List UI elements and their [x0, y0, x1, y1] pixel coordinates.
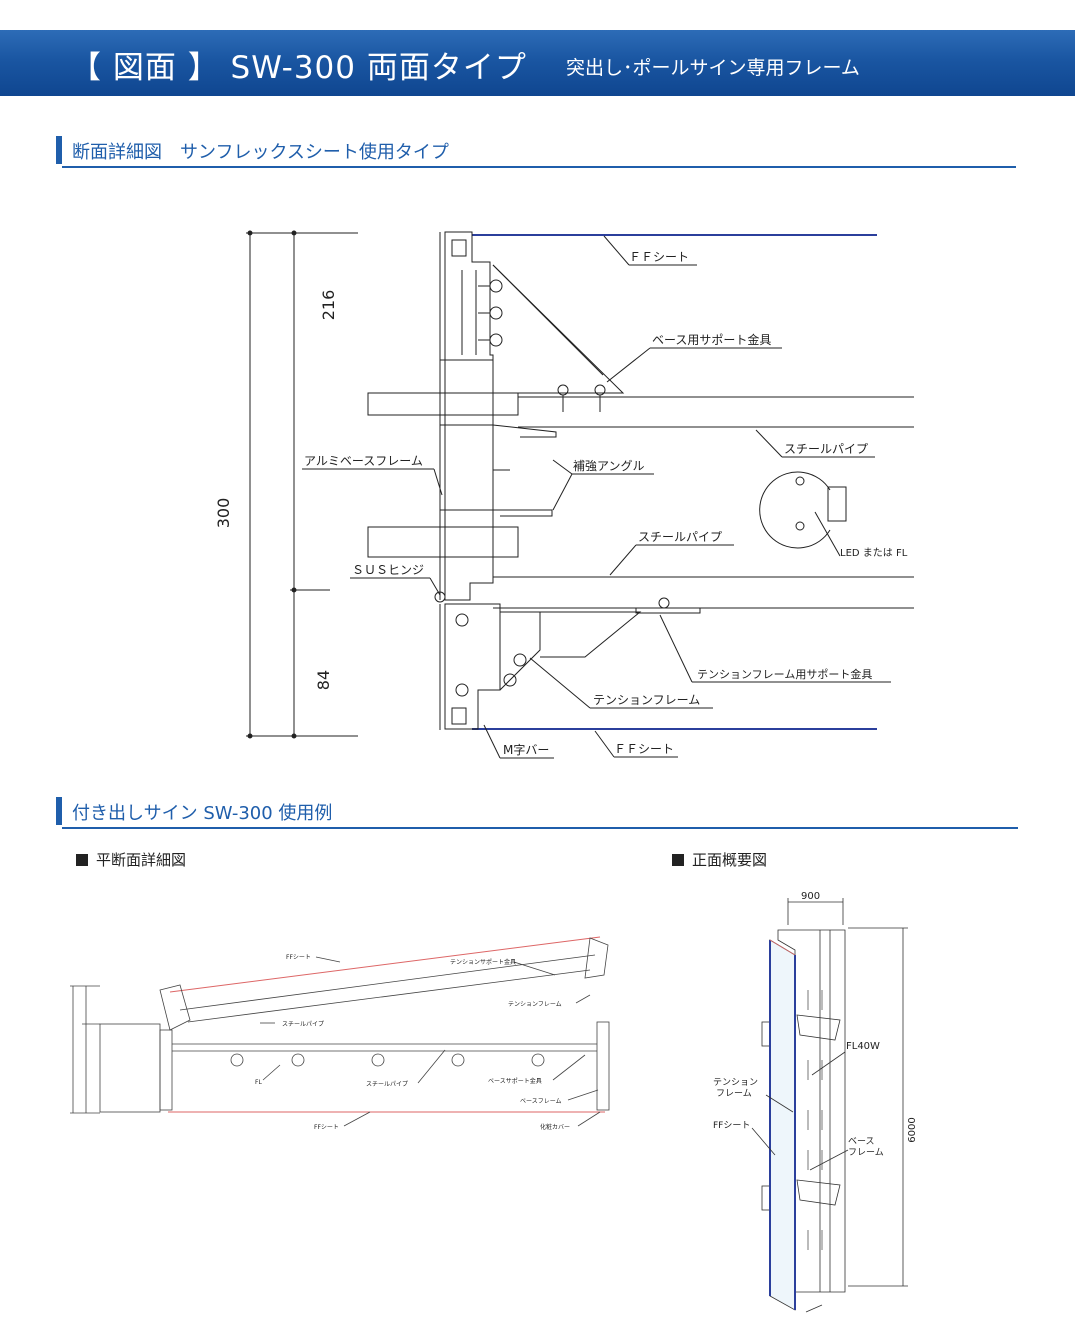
screw-icon: [478, 279, 503, 347]
hinge-icon: [434, 591, 446, 603]
label-sus-hinge: ＳＵＳヒンジ: [352, 563, 424, 577]
front-label-base-2: フレーム: [848, 1147, 884, 1158]
section-marker: [56, 797, 62, 825]
plan-label-ff-bottom: FFシート: [314, 1124, 339, 1131]
fl-lamp-icon: [230, 1053, 545, 1067]
front-label-ff-sheet: FFシート: [713, 1121, 750, 1131]
label-tension-support: テンションフレーム用サポート金具: [697, 667, 872, 681]
plan-label-base-frame: ベースフレーム: [520, 1098, 562, 1105]
led-fixture-icon: [759, 471, 847, 549]
label-reinforce-angle: 補強アングル: [573, 459, 645, 473]
front-height-dimension: 6000: [907, 1117, 918, 1142]
plan-label-steel-pipe-top: スチールパイプ: [282, 1021, 324, 1028]
front-label-base-1: ベース: [848, 1137, 875, 1147]
front-drawing: [751, 898, 908, 1313]
front-width-dimension: 900: [801, 891, 820, 902]
section-title: 付き出しサイン SW-300 使用例: [72, 803, 333, 824]
plan-label-tension-frame: テンションフレーム: [508, 1001, 562, 1008]
cross-section-drawing: [246, 230, 914, 759]
label-ff-sheet-bottom: ＦＦシート: [614, 742, 674, 756]
plan-labels: FFシート テンションサポート金具 テンションフレーム スチールパイプ FL ス…: [255, 954, 570, 1131]
front-subheading: 正面概要図: [672, 849, 767, 870]
dimension-lower: 84: [314, 670, 333, 690]
label-led-or-fl: LED または FL: [840, 547, 908, 559]
screw-icon: [455, 613, 527, 697]
plan-label-tension-support: テンションサポート金具: [450, 958, 516, 966]
label-steel-pipe-1: スチールパイプ: [784, 442, 868, 456]
section-marker: [56, 136, 62, 164]
label-alumi-base-frame: アルミベースフレーム: [304, 454, 423, 468]
plan-label-steel-pipe-mid: スチールパイプ: [366, 1081, 408, 1088]
page-subtitle: 突出し･ポールサイン専用フレーム: [566, 57, 860, 79]
label-m-bar: M字バー: [503, 742, 549, 757]
label-tension-frame: テンションフレーム: [593, 693, 700, 707]
dimension-total: 300: [214, 498, 233, 529]
leader-lines: [302, 235, 891, 759]
plan-label-cover: 化粧カバー: [540, 1123, 570, 1131]
plan-subheading: 平断面詳細図: [76, 849, 186, 870]
plan-label-fl: FL: [255, 1079, 262, 1086]
label-base-support: ベース用サポート金具: [652, 332, 771, 347]
section-rule: [62, 166, 1016, 168]
plan-label-base-support: ベースサポート金具: [488, 1077, 542, 1085]
square-bullet-icon: [76, 854, 88, 866]
front-label-tension-2: フレーム: [716, 1088, 752, 1099]
header-banner: 【 図面 】 SW-300 両面タイプ 突出し･ポールサイン専用フレーム: [0, 30, 1075, 96]
label-steel-pipe-2: スチールパイプ: [638, 530, 722, 544]
fl-tube-icon: [807, 990, 823, 1250]
label-ff-sheet-top: ＦＦシート: [629, 250, 689, 264]
front-label-tension-1: テンション: [713, 1077, 758, 1088]
front-label-fl40w: FL40W: [846, 1041, 880, 1052]
page-title: 【 図面 】 SW-300 両面タイプ: [70, 50, 527, 86]
square-bullet-icon: [672, 854, 684, 866]
section-title: 断面詳細図 サンフレックスシート使用タイプ: [72, 142, 449, 163]
dimension-upper: 216: [319, 290, 338, 321]
dimension-lines: [246, 230, 358, 739]
section-rule: [62, 827, 1018, 829]
bolt-icon: [658, 597, 670, 609]
bolt-icon: [557, 384, 606, 412]
plan-label-ff-top: FFシート: [286, 954, 311, 961]
plan-drawing: [70, 936, 610, 1127]
